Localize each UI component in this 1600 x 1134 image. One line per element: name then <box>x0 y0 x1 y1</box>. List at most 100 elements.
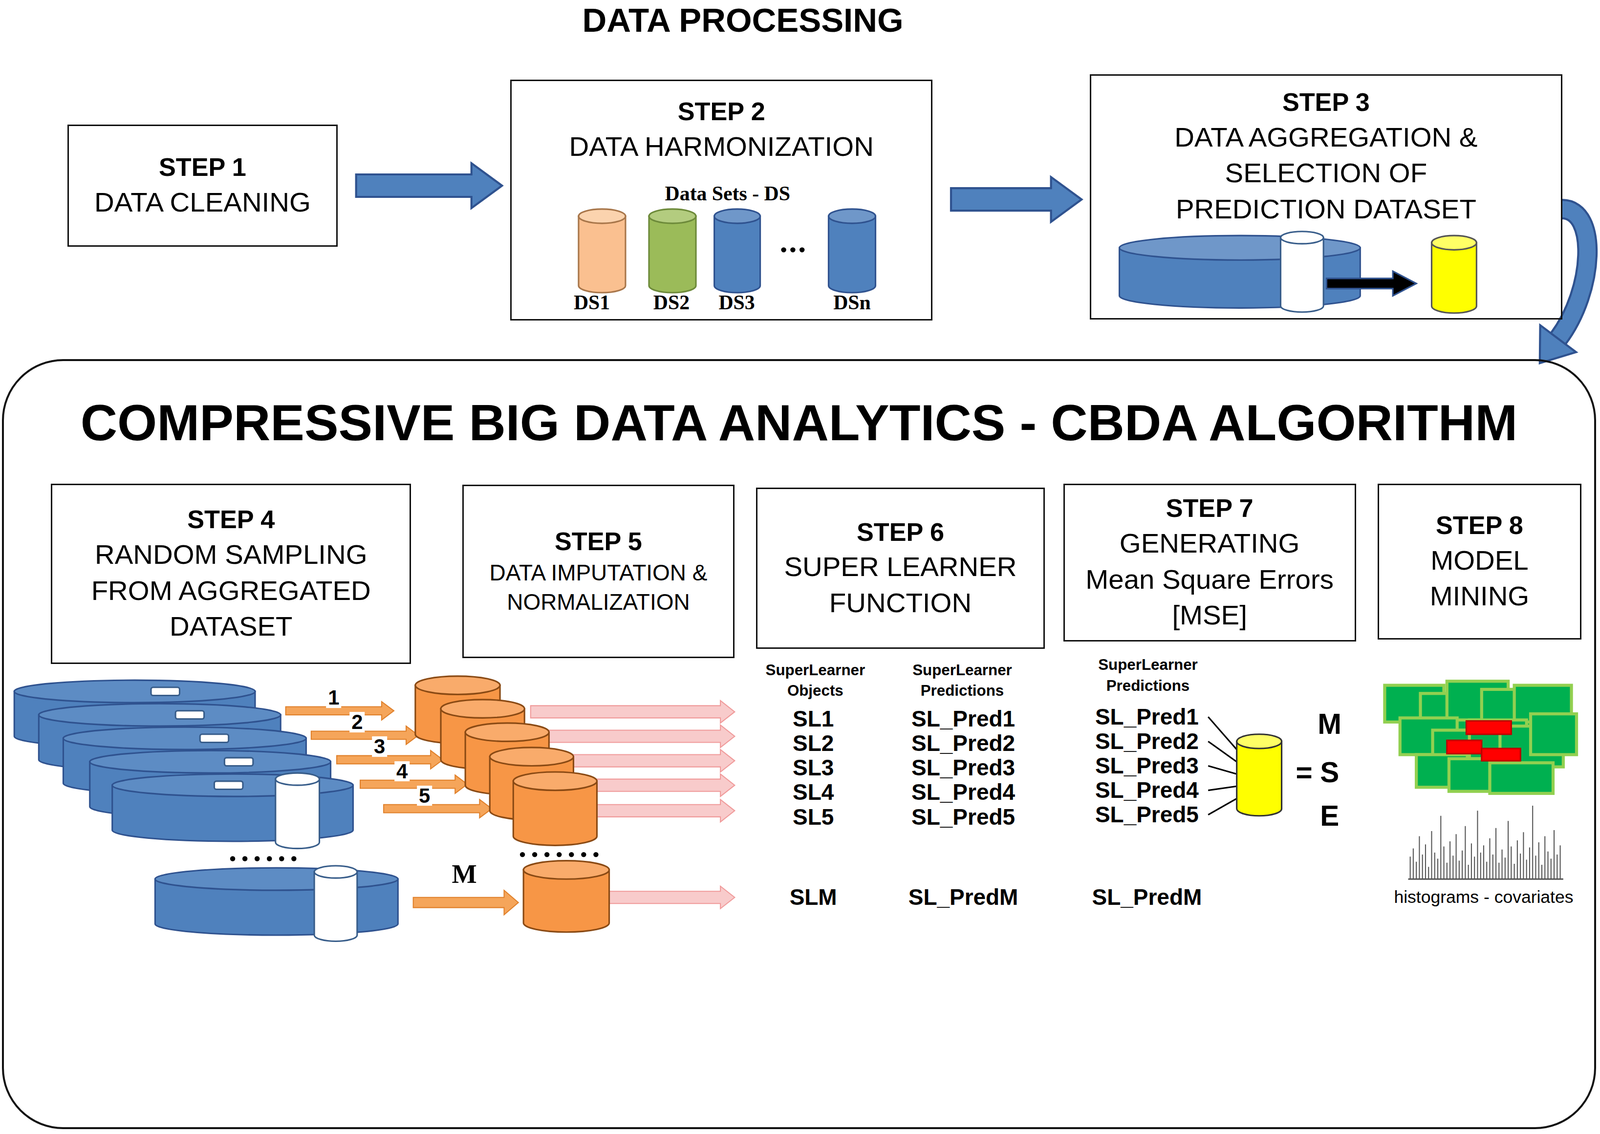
learner-object: SLM <box>789 886 838 909</box>
dataset-name: DSn <box>833 291 871 315</box>
ellipsis-dot <box>230 856 236 862</box>
mse-letter: S <box>1319 757 1340 787</box>
ellipsis-dot <box>544 852 550 858</box>
ellipsis-dot <box>780 247 786 253</box>
aggregated-cylinder-top <box>89 750 331 774</box>
step-number: STEP 2 <box>677 95 766 129</box>
arrow-head <box>1539 325 1577 364</box>
ellipsis-dot <box>790 247 796 253</box>
learner-prediction: SL_PredM <box>1092 886 1203 909</box>
process-box: STEP 8MODEL MINING <box>1377 483 1582 640</box>
process-box: STEP 3DATA AGGREGATION & SELECTION OF PR… <box>1089 74 1563 320</box>
cylinder-top <box>828 209 876 224</box>
selected-block <box>1466 721 1512 735</box>
step-number: STEP 6 <box>856 516 945 550</box>
sample-number: 1 <box>325 687 342 709</box>
sampling-arrow <box>383 799 492 819</box>
ellipsis-dot <box>266 856 272 862</box>
sample-cylinder-top <box>415 676 500 695</box>
step-title: MODEL MINING <box>1386 542 1572 615</box>
step-title: DATA IMPUTATION & NORMALIZATION <box>471 558 725 617</box>
prediction-cylinder <box>1431 242 1477 314</box>
sample-number: 3 <box>371 736 388 758</box>
step-number: STEP 8 <box>1435 509 1524 543</box>
process-box: STEP 5DATA IMPUTATION & NORMALIZATION <box>462 484 736 659</box>
step-title: SUPER LEARNER FUNCTION <box>765 548 1036 621</box>
step-number: STEP 5 <box>554 525 643 559</box>
dataset-cylinders <box>578 209 876 293</box>
sample-number: 2 <box>349 712 366 733</box>
ellipsis-dot <box>593 852 599 858</box>
sample-cylinder-top <box>523 861 609 880</box>
step-title: DATA CLEANING <box>94 184 311 220</box>
sample-cylinder-top <box>465 723 549 742</box>
sample-cylinder-top <box>1280 231 1324 244</box>
mse-letter: E <box>1319 801 1340 831</box>
model-blocks <box>1384 681 1577 794</box>
flow-arrow <box>530 725 736 748</box>
ellipsis-dot <box>519 852 525 858</box>
aggregated-cylinder-top <box>38 703 281 727</box>
sample-cylinder <box>314 872 358 942</box>
sample-cylinder-top <box>440 699 525 719</box>
dataset-heading: Data Sets - DS <box>665 182 791 206</box>
step-number: STEP 1 <box>158 151 247 185</box>
ellipsis-dot <box>242 856 248 862</box>
leader-lines <box>1208 716 1237 815</box>
learner-prediction: SL_Pred2 <box>1095 730 1199 754</box>
learner-prediction: SL_Pred4 <box>1095 779 1199 802</box>
sample-number: 5 <box>416 785 433 807</box>
sampling-illustration <box>14 676 735 942</box>
dataset-name: DS2 <box>653 291 690 315</box>
sample-slot <box>199 734 229 743</box>
mse-cylinder <box>1236 741 1282 816</box>
learner-object: SL5 <box>792 806 834 829</box>
learner-object: SL1 <box>792 708 834 731</box>
mse-letter: M <box>1317 710 1342 739</box>
learner-prediction: SL_Pred2 <box>911 732 1016 756</box>
learner-object: SL2 <box>792 732 834 756</box>
column-heading: SuperLearner Objects <box>758 659 872 702</box>
connector <box>951 176 1082 222</box>
axis-caption: histograms - covariates <box>1393 888 1574 908</box>
dataset-name: DS3 <box>718 291 755 315</box>
aggregated-cylinder-top <box>63 727 306 750</box>
aggregated-cylinder-top <box>14 680 256 703</box>
leader-line <box>1208 798 1237 815</box>
process-box: STEP 4RANDOM SAMPLING FROM AGGREGATED DA… <box>50 483 411 665</box>
ellipsis-dot <box>532 852 538 858</box>
learner-prediction: SL_Pred5 <box>911 806 1016 829</box>
ellipsis-dot <box>291 856 297 862</box>
ellipsis-dot <box>556 852 562 858</box>
process-box: STEP 1DATA CLEANING <box>67 124 338 248</box>
cylinder-top <box>648 209 696 224</box>
sample-cylinder <box>275 779 320 849</box>
learner-prediction: SL_PredM <box>908 886 1019 909</box>
learner-object: SL3 <box>792 756 834 780</box>
ellipsis-dot <box>799 247 805 253</box>
sample-cylinder-top <box>275 773 320 786</box>
column-heading: SuperLearner Predictions <box>906 659 1019 702</box>
equals-sign: = <box>1295 757 1313 787</box>
sample-slot <box>214 781 243 790</box>
leader-line <box>1208 741 1237 762</box>
learner-object: SL4 <box>792 781 834 804</box>
sampling-arrow <box>360 775 468 794</box>
histogram-bars <box>1410 805 1561 880</box>
sample-cylinder <box>1280 237 1324 312</box>
step-number: STEP 4 <box>187 503 275 537</box>
column-heading: SuperLearner Predictions <box>1091 654 1205 697</box>
model-block <box>1530 713 1577 755</box>
sample-slot <box>175 711 204 720</box>
leader-line <box>1208 766 1237 775</box>
learner-prediction: SL_Pred3 <box>1095 755 1199 778</box>
ellipsis-dot <box>568 852 574 858</box>
model-block <box>1489 762 1553 794</box>
ellipsis-dots <box>230 852 599 862</box>
step-number: STEP 7 <box>1166 492 1254 526</box>
sample-slot <box>151 687 180 696</box>
cylinder-body <box>714 216 761 293</box>
sample-number: 4 <box>394 761 411 782</box>
curved-arrow-outline <box>1557 209 1588 339</box>
